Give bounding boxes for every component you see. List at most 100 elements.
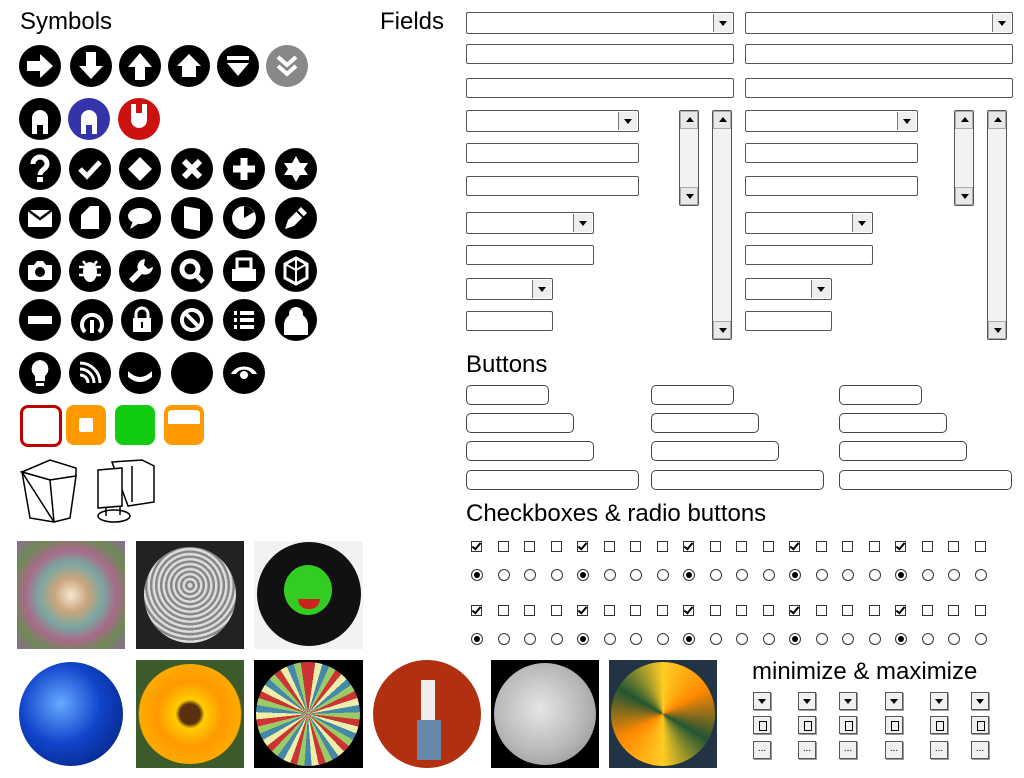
radio-button-1-15[interactable]: [869, 569, 881, 581]
arrow-up-icon[interactable]: [119, 45, 161, 87]
checkbox-0-14[interactable]: [842, 541, 853, 552]
scroll-up-icon[interactable]: [988, 111, 1006, 129]
status-square-red[interactable]: [20, 405, 62, 447]
scroll-down-icon[interactable]: [955, 187, 973, 205]
checkbox-0-6[interactable]: [630, 541, 641, 552]
checkbox-2-0[interactable]: [471, 605, 482, 616]
plus-icon[interactable]: [223, 148, 265, 190]
status-square-orange-half[interactable]: [164, 405, 204, 445]
button-small[interactable]: [466, 413, 574, 433]
checkbox-0-7[interactable]: [657, 541, 668, 552]
mail-icon[interactable]: [19, 197, 61, 239]
text-field-medium-right[interactable]: [745, 143, 918, 163]
more-button-3[interactable]: ...: [885, 741, 903, 759]
chevron-down-icon[interactable]: [852, 214, 871, 232]
radio-button-3-19[interactable]: [975, 633, 987, 645]
radio-button-1-4[interactable]: [577, 569, 589, 581]
chevron-down-icon[interactable]: [618, 112, 637, 130]
maximize-button-2[interactable]: [839, 716, 857, 734]
checkbox-0-16[interactable]: [895, 541, 906, 552]
checkbox-0-2[interactable]: [524, 541, 535, 552]
text-field-small-right[interactable]: [745, 245, 873, 265]
radio-button-3-3[interactable]: [551, 633, 563, 645]
bug-icon[interactable]: [69, 250, 111, 292]
checkbox-0-8[interactable]: [683, 541, 694, 552]
radio-button-3-6[interactable]: [630, 633, 642, 645]
wrench-icon[interactable]: [119, 250, 161, 292]
maximize-button-3[interactable]: [885, 716, 903, 734]
radio-button-1-1[interactable]: [498, 569, 510, 581]
button-large-3[interactable]: [839, 470, 1012, 490]
moon-icon[interactable]: [171, 352, 213, 394]
radio-button-1-8[interactable]: [683, 569, 695, 581]
checkbox-0-18[interactable]: [948, 541, 959, 552]
button-medium[interactable]: [466, 441, 594, 461]
minimize-button-3[interactable]: [885, 692, 903, 710]
button-large-2[interactable]: [651, 470, 824, 490]
checkbox-2-6[interactable]: [630, 605, 641, 616]
radio-button-3-17[interactable]: [922, 633, 934, 645]
checkbox-0-4[interactable]: [577, 541, 588, 552]
diamond-icon[interactable]: [119, 148, 161, 190]
maximize-button-4[interactable]: [930, 716, 948, 734]
button-xsmall[interactable]: [466, 385, 549, 405]
radio-button-1-9[interactable]: [710, 569, 722, 581]
chevron-down-icon[interactable]: [532, 280, 551, 298]
close-icon[interactable]: [171, 148, 213, 190]
star-icon[interactable]: [275, 148, 317, 190]
button-xsmall-2[interactable]: [651, 385, 734, 405]
scroll-up-icon[interactable]: [955, 111, 973, 129]
minimize-button-5[interactable]: [971, 692, 989, 710]
pie-icon[interactable]: [223, 197, 265, 239]
camera-icon[interactable]: [19, 250, 61, 292]
package-icon[interactable]: [275, 250, 317, 292]
scroll-down-icon[interactable]: [988, 321, 1006, 339]
checkbox-2-8[interactable]: [683, 605, 694, 616]
maximize-button-5[interactable]: [971, 716, 989, 734]
checkbox-2-15[interactable]: [869, 605, 880, 616]
checkbox-2-16[interactable]: [895, 605, 906, 616]
radio-button-3-5[interactable]: [604, 633, 616, 645]
checkbox-0-12[interactable]: [789, 541, 800, 552]
checkbox-0-10[interactable]: [736, 541, 747, 552]
scrollbar-short-right[interactable]: [954, 110, 974, 206]
more-button-1[interactable]: ...: [798, 741, 816, 759]
text-field-wide-2[interactable]: [466, 78, 734, 98]
checkbox-2-1[interactable]: [498, 605, 509, 616]
checkbox-2-12[interactable]: [789, 605, 800, 616]
radio-button-1-14[interactable]: [842, 569, 854, 581]
button-small-2[interactable]: [651, 413, 759, 433]
book-icon[interactable]: [171, 197, 213, 239]
checkbox-2-13[interactable]: [816, 605, 827, 616]
text-field-wide-right[interactable]: [745, 44, 1013, 64]
text-field-small[interactable]: [466, 245, 594, 265]
checkbox-0-5[interactable]: [604, 541, 615, 552]
maximize-button-0[interactable]: [753, 716, 771, 734]
checkbox-2-10[interactable]: [736, 605, 747, 616]
checkbox-2-11[interactable]: [763, 605, 774, 616]
more-button-5[interactable]: ...: [971, 741, 989, 759]
person-icon[interactable]: [275, 299, 317, 341]
search-icon[interactable]: [171, 250, 213, 292]
radio-button-1-2[interactable]: [524, 569, 536, 581]
print-icon[interactable]: [223, 250, 265, 292]
checkbox-0-19[interactable]: [975, 541, 986, 552]
chevron-down-icon[interactable]: [573, 214, 592, 232]
radio-button-3-8[interactable]: [683, 633, 695, 645]
radio-button-3-4[interactable]: [577, 633, 589, 645]
scroll-up-icon[interactable]: [680, 111, 698, 129]
scrollbar-short[interactable]: [679, 110, 699, 206]
text-field-medium[interactable]: [466, 143, 639, 163]
more-button-4[interactable]: ...: [930, 741, 948, 759]
scrollbar-tall-right[interactable]: [987, 110, 1007, 340]
radio-button-1-18[interactable]: [948, 569, 960, 581]
select-wide[interactable]: [466, 12, 734, 34]
button-small-3[interactable]: [839, 413, 947, 433]
chat-icon[interactable]: [119, 197, 161, 239]
select-medium-right[interactable]: [745, 110, 918, 132]
home-up-icon[interactable]: [168, 45, 210, 87]
radio-button-1-11[interactable]: [763, 569, 775, 581]
button-xsmall-3[interactable]: [839, 385, 922, 405]
radio-button-3-16[interactable]: [895, 633, 907, 645]
select-medium[interactable]: [466, 110, 639, 132]
